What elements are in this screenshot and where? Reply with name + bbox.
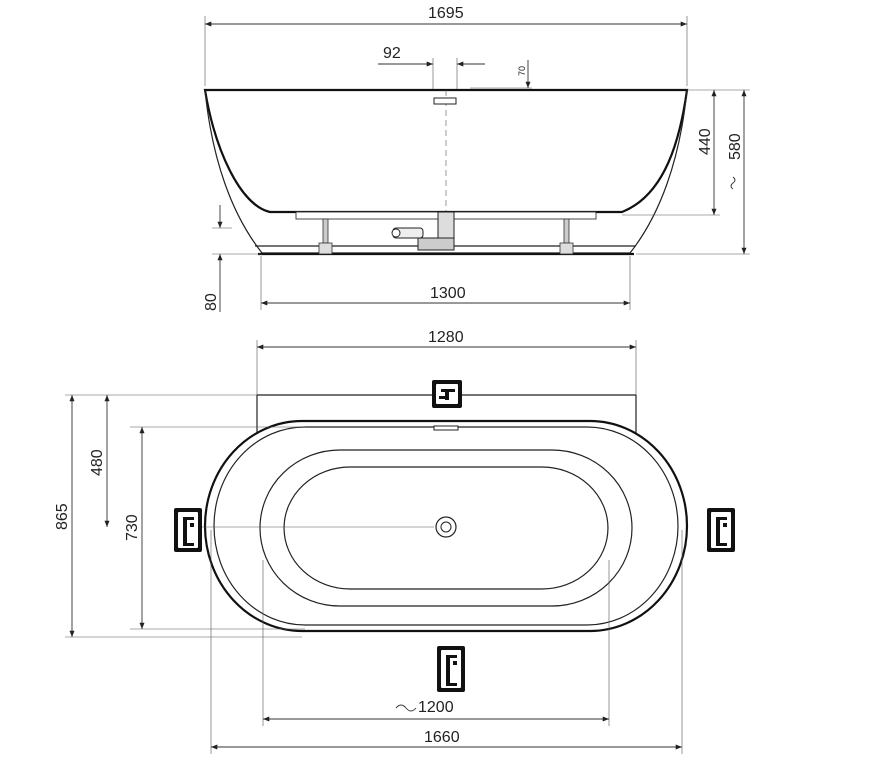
approx-tilde-1200 [395,704,417,712]
dim-label-730: 730 [124,514,141,541]
floor-standing-tap-icon-left [174,508,202,552]
tub-bowl-edge [259,449,633,607]
dim-label-440: 440 [697,128,714,155]
dim-label-1695: 1695 [428,5,464,22]
dim-label-480: 480 [89,449,106,476]
drain-inner [440,521,452,533]
dim-label-1300: 1300 [430,285,466,302]
dim-label-1660: 1660 [424,729,460,746]
drain-siphon [391,211,455,251]
left-foot [318,218,333,255]
floor-standing-tap-icon-bottom [437,646,465,692]
dim-label-580: 580 [727,133,744,160]
wall-tap-icon [432,380,462,408]
side-view: 1695 92 70 [203,5,750,312]
dim-label-865: 865 [54,503,71,530]
dim-label-80: 80 [203,293,220,311]
right-foot [559,218,574,255]
overflow-outlet [433,97,457,105]
dim-label-1200: 1200 [418,699,454,716]
approx-tilde-580 [730,176,736,190]
dim-label-1280: 1280 [428,329,464,346]
top-overflow-outlet [433,425,459,431]
tub-rim-inner-edge [213,426,679,626]
floor-standing-tap-icon-right [707,508,735,552]
tub-bowl-bottom [283,466,609,590]
dim-label-70: 70 [517,66,527,76]
top-view: 1280 865 480 730 1200 [54,329,689,754]
dim-label-92: 92 [383,45,401,62]
